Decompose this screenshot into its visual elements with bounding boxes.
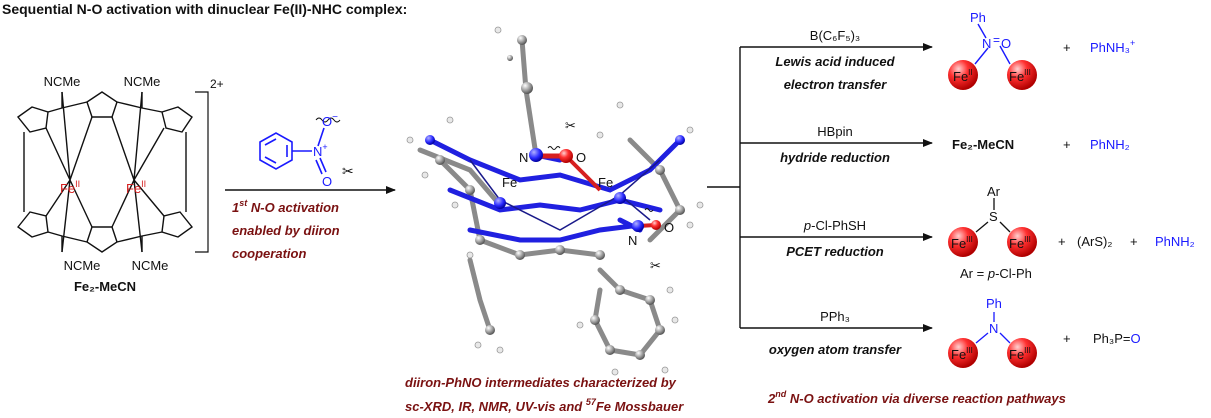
fe2-mecn-complex: [16, 91, 209, 253]
atom-label-fe-left: Fe: [502, 175, 517, 190]
branch-arrows: [707, 43, 933, 332]
pathway-3-reagent: p-Cl-PhSH: [803, 218, 866, 233]
atom-label-o-right: O: [664, 220, 674, 235]
complex-charge: 2+: [210, 77, 224, 91]
pathway-3: p-Cl-PhSH PCET reduction Ar S FeIII FeII…: [786, 184, 1194, 281]
fe-ball: [948, 227, 978, 257]
ncme-label-1: NCMe: [44, 74, 81, 89]
cleave-wavy-line-reagent: [315, 117, 341, 123]
reagent-o-minus: O−: [322, 112, 338, 129]
p3-plus: +: [1058, 234, 1066, 249]
p4-n: N: [989, 321, 998, 336]
p4-fe-left: FeIII: [951, 346, 973, 362]
step1-line2: enabled by diiron: [232, 223, 340, 238]
fe-left-label: FeII: [60, 179, 80, 196]
step2-caption: 2nd N-O activation via diverse reaction …: [767, 389, 1066, 406]
pathway-3-condition: PCET reduction: [786, 244, 884, 259]
p3-coproduct-2: PhNH₂: [1155, 234, 1195, 249]
ncme-label-2: NCMe: [124, 74, 161, 89]
reagent-o-bottom: O: [322, 174, 332, 189]
pathway-1-condition-2: electron transfer: [784, 77, 888, 92]
fe-ball: [1007, 60, 1037, 90]
scissors-icon: ✂: [342, 163, 354, 179]
svg-text:=: =: [993, 33, 1000, 47]
step1-line3: cooperation: [232, 246, 306, 261]
structure-caption-line2: sc-XRD, IR, NMR, UV-vis and 57Fe Mossbau…: [405, 397, 684, 414]
fe-ball: [948, 338, 978, 368]
p3-plus-2: +: [1130, 234, 1138, 249]
p2-product: Fe₂-MeCN: [952, 137, 1014, 152]
pathway-4: PPh₃ oxygen atom transfer Ph N FeIII FeI…: [769, 296, 1141, 368]
p3-fe-left: FeIII: [951, 235, 973, 251]
scheme-title: Sequential N-O activation with dinuclear…: [2, 1, 407, 17]
p1-ph: Ph: [970, 10, 986, 25]
p1-plus: +: [1063, 40, 1071, 55]
ncme-label-3: NCMe: [64, 258, 101, 273]
svg-text:✂: ✂: [565, 118, 576, 133]
structure-atom-labels: N O Fe Fe N O: [502, 150, 674, 248]
pathway-2-condition: hydride reduction: [780, 150, 890, 165]
step1-text: 1st N-O activation enabled by diiron coo…: [232, 198, 340, 261]
fe-ball: [948, 60, 978, 90]
p2-plus: +: [1063, 137, 1071, 152]
p3-s: S: [989, 209, 998, 224]
pathway-1: B(C₆F₅)₃ Lewis acid induced electron tra…: [775, 10, 1135, 92]
pathway-4-condition: oxygen atom transfer: [769, 342, 902, 357]
atom-label-o-top: O: [576, 150, 586, 165]
complex-labels: NCMe NCMe NCMe NCMe FeII FeII 2+ Fe₂-MeC…: [44, 74, 224, 294]
p3-coproduct: (ArS)₂: [1077, 234, 1112, 249]
complex-name: Fe₂-MeCN: [74, 279, 136, 294]
step1-line1: 1st N-O activation: [232, 198, 339, 215]
structure-caption-line1: diiron-PhNO intermediates characterized …: [405, 375, 677, 390]
p3-ar: Ar: [987, 184, 1001, 199]
p1-fe-right: FeIII: [1009, 68, 1031, 84]
pathway-4-reagent: PPh₃: [820, 309, 850, 324]
p1-o: O: [1001, 36, 1011, 51]
ncme-label-4: NCMe: [132, 258, 169, 273]
p4-coproduct: Ph₃P=O: [1093, 331, 1141, 346]
fe-ball: [1007, 338, 1037, 368]
pathway-2-reagent: HBpin: [817, 124, 852, 139]
pathway-1-condition: Lewis acid induced: [775, 54, 895, 69]
atom-label-fe-right: Fe: [598, 175, 613, 190]
p4-ph: Ph: [986, 296, 1002, 311]
p4-plus: +: [1063, 331, 1071, 346]
reagent-n: N+: [313, 142, 328, 159]
pathway-2: HBpin hydride reduction Fe₂-MeCN + PhNH₂: [780, 124, 1130, 165]
nitrosobenzene-reagent: [259, 127, 327, 175]
p3-fe-right: FeIII: [1009, 235, 1031, 251]
atom-label-n-top: N: [519, 150, 528, 165]
crystal-structure: ✂ ✂: [406, 26, 704, 376]
fe-ball: [1007, 227, 1037, 257]
p3-note: Ar = p-Cl-Ph: [960, 266, 1032, 281]
p1-coproduct: PhNH₃+: [1090, 38, 1135, 55]
fe-right-label: FeII: [126, 179, 146, 196]
pathway-1-reagent: B(C₆F₅)₃: [810, 28, 860, 43]
atom-label-n-right: N: [628, 233, 637, 248]
p1-fe-left: FeII: [953, 68, 973, 84]
p1-n: N: [982, 36, 991, 51]
p4-fe-right: FeIII: [1009, 346, 1031, 362]
svg-text:✂: ✂: [650, 258, 661, 273]
p2-coproduct: PhNH₂: [1090, 137, 1130, 152]
